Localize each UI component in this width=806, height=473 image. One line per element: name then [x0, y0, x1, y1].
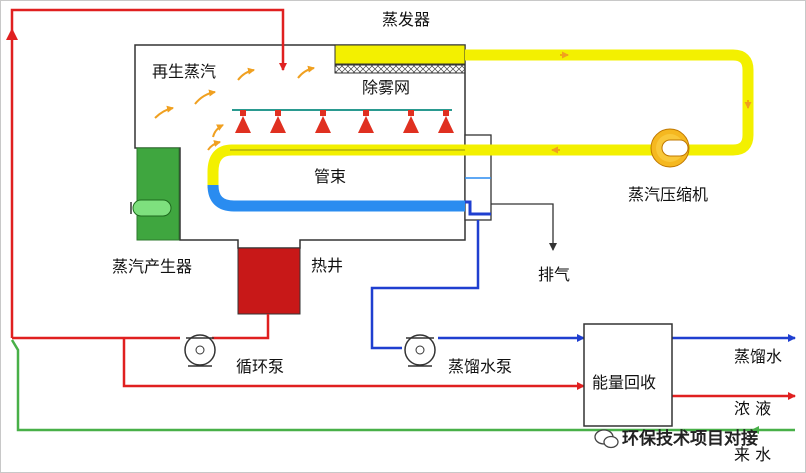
vent-line — [491, 203, 557, 251]
feed-water-line — [10, 339, 795, 432]
label-tube-bundle: 管束 — [314, 167, 346, 186]
steam-generator-element — [130, 199, 172, 217]
label-energy-recovery: 能量回收 — [592, 373, 656, 392]
label-vent: 排气 — [538, 265, 570, 284]
watermark: 环保技术项目对接 — [594, 428, 758, 449]
label-evaporator: 蒸发器 — [382, 10, 430, 29]
vapor-flow-arrows — [154, 65, 315, 151]
tube-bundle-condensate — [207, 184, 465, 212]
evaporator-header — [334, 44, 466, 66]
steam-loop-line — [465, 49, 754, 156]
label-steam-generator: 蒸汽产生器 — [112, 257, 192, 276]
label-demister: 除雾网 — [362, 78, 410, 97]
circulation-lines — [10, 8, 585, 390]
steam-compressor — [650, 128, 690, 168]
label-compressor: 蒸汽压缩机 — [628, 185, 708, 204]
label-circulation-pump: 循环泵 — [236, 357, 284, 376]
energy-recovery-box — [583, 323, 673, 427]
hot-well-box — [237, 247, 301, 315]
label-feed-water: 来 水 — [734, 445, 771, 464]
demister-mesh — [334, 63, 466, 74]
steam-generator-box — [136, 147, 180, 241]
label-distillate-out: 蒸馏水 — [734, 347, 782, 366]
wechat-icon — [594, 429, 619, 449]
label-regen-steam: 再生蒸汽 — [152, 62, 216, 81]
label-hot-well: 热井 — [311, 256, 343, 275]
watermark-text: 环保技术项目对接 — [622, 428, 758, 449]
label-distillate-pump: 蒸馏水泵 — [448, 357, 512, 376]
label-concentrate-out: 浓 液 — [734, 399, 771, 418]
spray-nozzles — [235, 110, 454, 133]
distillate-pump-icon — [404, 334, 436, 367]
distillate-lines — [370, 220, 796, 350]
circulation-pump-icon — [184, 334, 216, 367]
